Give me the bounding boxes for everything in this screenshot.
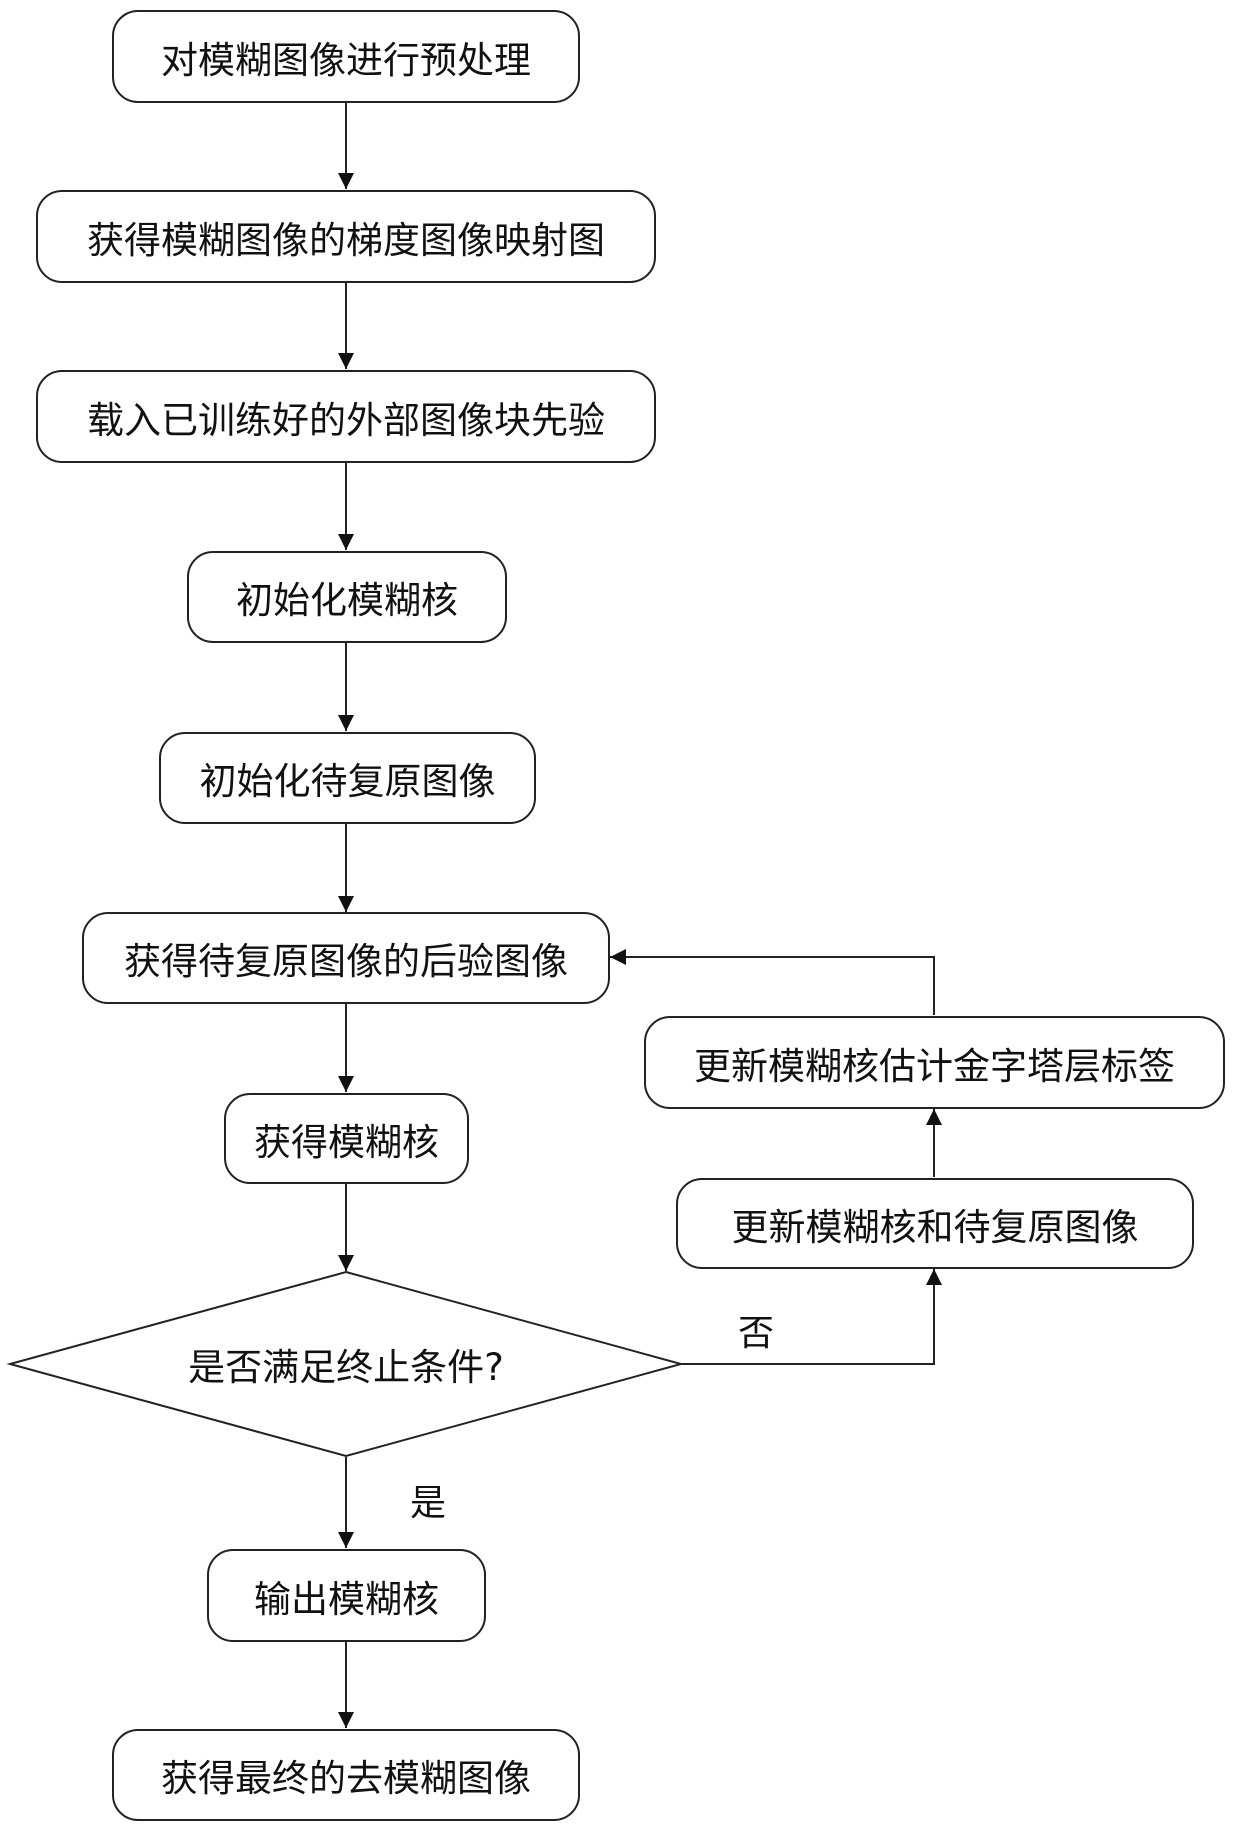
edge-label-yes: 是: [410, 1483, 447, 1524]
node-output-kernel: 输出模糊核: [207, 1549, 486, 1642]
arrow-decision-no-to-update-both: [682, 1269, 942, 1365]
node-init-kernel: 初始化模糊核: [187, 551, 507, 643]
node-update-labels: 更新模糊核估计金字塔层标签: [644, 1016, 1225, 1109]
node-update-both: 更新模糊核和待复原图像: [676, 1178, 1194, 1269]
node-final-image: 获得最终的去模糊图像: [112, 1729, 580, 1821]
node-get-kernel: 获得模糊核: [224, 1093, 469, 1184]
edge-label-no: 否: [738, 1313, 775, 1354]
arrow-update-labels-to-posterior: [610, 949, 935, 1015]
node-decision-label: 是否满足终止条件?: [188, 1346, 504, 1389]
decision-diamond: [6, 1270, 685, 1458]
node-preprocess: 对模糊图像进行预处理: [112, 10, 580, 103]
node-posterior: 获得待复原图像的后验图像: [82, 912, 610, 1004]
node-gradient-map: 获得模糊图像的梯度图像映射图: [36, 190, 656, 283]
node-load-prior: 载入已训练好的外部图像块先验: [36, 370, 656, 463]
node-init-image: 初始化待复原图像: [159, 732, 536, 824]
